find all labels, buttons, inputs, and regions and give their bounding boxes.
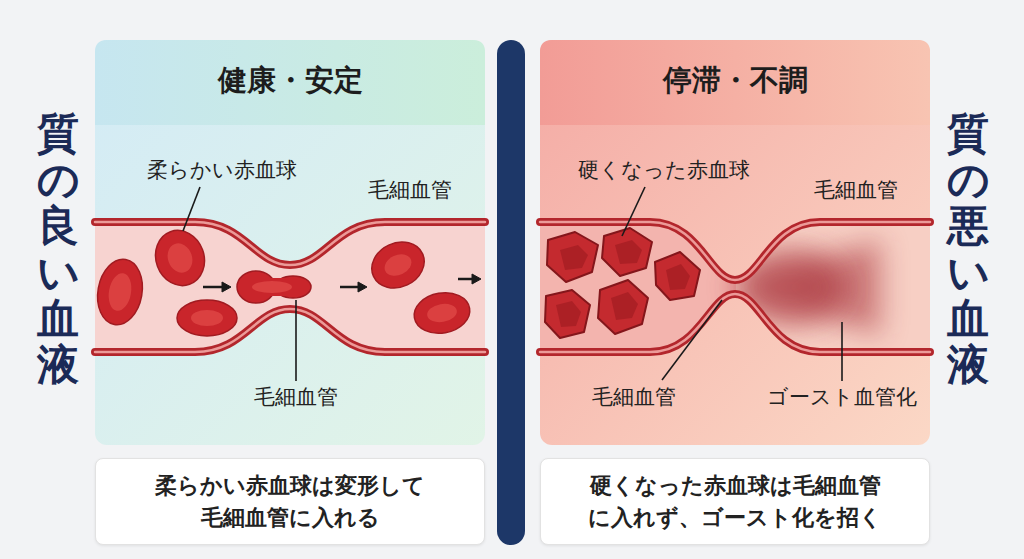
side-title: 質の悪い血液 [947,111,989,388]
caption-text: 柔らかい赤血球は変形して 毛細血管に入れる [144,470,436,534]
caption-text: 硬くなった赤血球は毛細血管 に入れず、ゴースト化を招く [583,470,887,534]
healthy-capillary [93,222,485,352]
right-panel-ground [540,40,930,445]
caption-box: 柔らかい赤血球は変形して 毛細血管に入れる [95,458,485,545]
hard-cell-shading [556,240,690,327]
panel-grounds [95,40,930,545]
part-label: 毛細血管 [254,383,338,411]
vessel-wall-inner [540,222,930,280]
panel-box: 停滞・不調 [540,40,930,445]
left-header-band [95,40,485,125]
part-label: 柔らかい赤血球 [147,156,297,184]
soft-red-cells [93,223,473,337]
left-panel-ground [95,40,485,445]
divider-bar [497,40,525,545]
vessel-lumen [540,222,930,352]
vessel-wall [540,222,930,280]
part-label: ゴースト血管化 [767,383,917,411]
vessel-wall [95,222,485,265]
right-header-band [540,40,930,125]
panel-box: 健康・安定 [95,40,485,445]
caption-box: 硬くなった赤血球は毛細血管 に入れず、ゴースト化を招く [540,458,930,545]
vessel-wall-inner [95,222,485,265]
panel-heading: 健康・安定 [95,62,485,100]
panel-heading: 停滞・不調 [540,62,930,100]
hard-red-cells [545,228,700,338]
ghost-capillary [540,222,930,352]
deformed-cell [237,271,311,303]
leader-lines [183,187,842,381]
part-label: 毛細血管 [368,176,452,204]
part-label: 毛細血管 [814,176,898,204]
part-label: 毛細血管 [592,383,676,411]
flow-arrows [203,274,481,292]
part-label: 硬くなった赤血球 [578,156,750,184]
vessel-lumen [95,222,485,352]
ghost-blur [735,222,930,352]
side-title: 質の良い血液 [37,111,79,388]
